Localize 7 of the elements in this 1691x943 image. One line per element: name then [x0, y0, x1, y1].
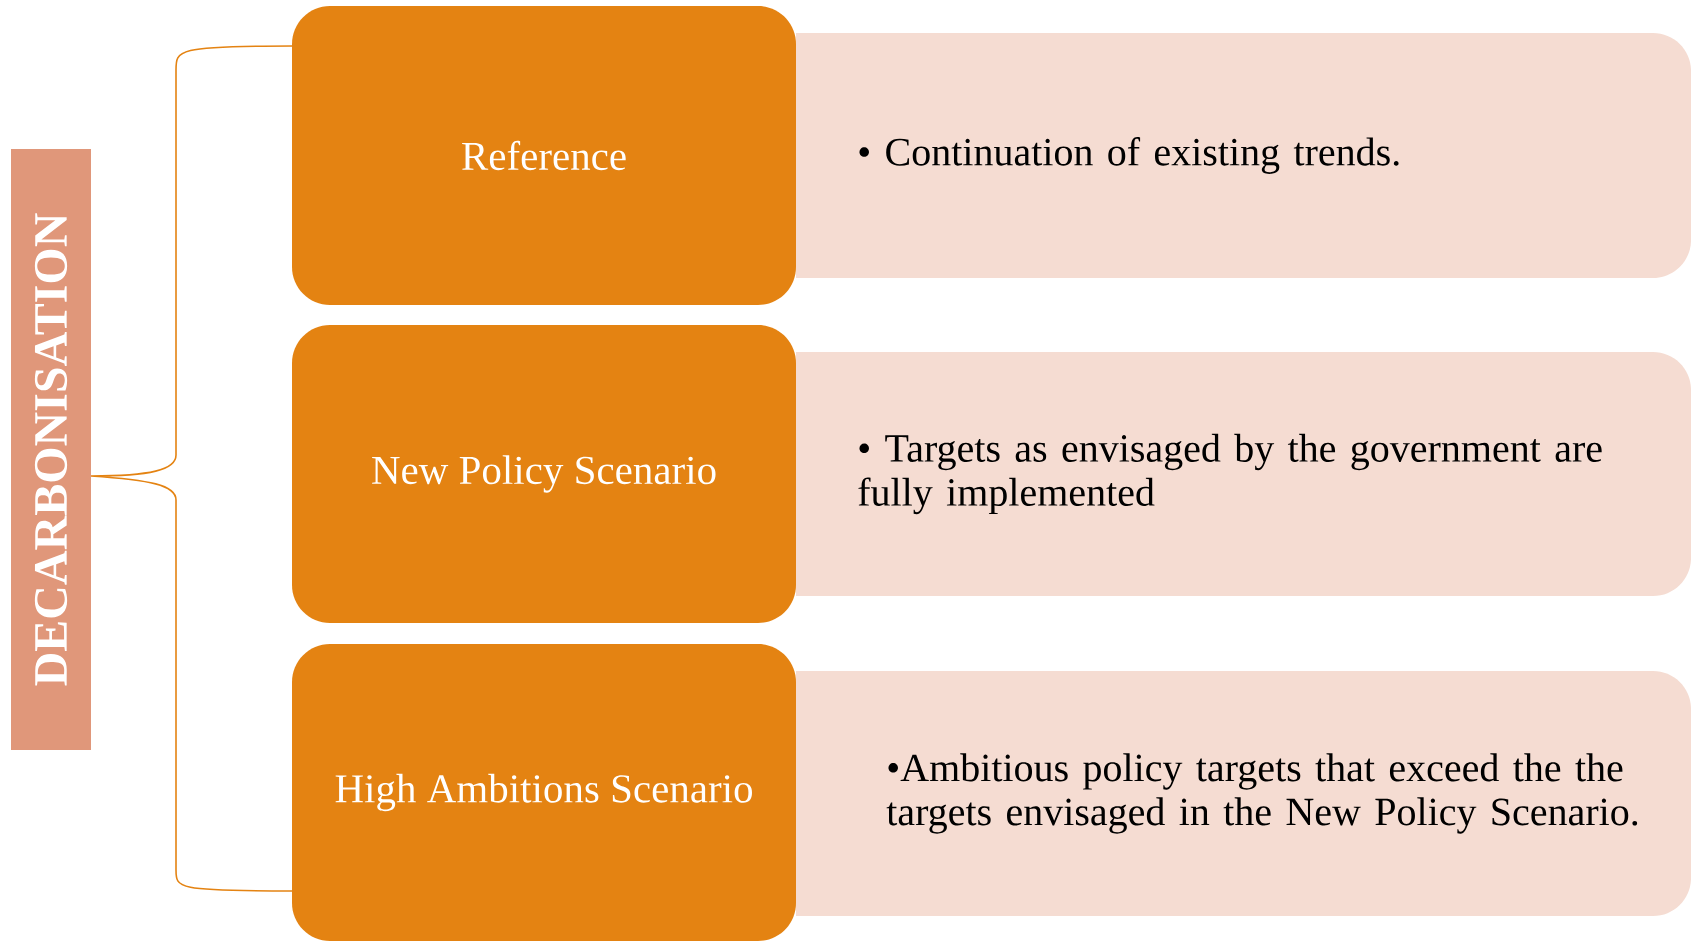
- scenario-box: High Ambitions Scenario: [292, 644, 796, 941]
- scenario-box: Reference: [292, 6, 796, 305]
- description-box: • Continuation of existing trends.: [796, 33, 1691, 278]
- scenario-box: New Policy Scenario: [292, 325, 796, 623]
- description-box: •Ambitious policy targets that exceed the the targets envisaged in the New Policy Scenario.: [796, 671, 1691, 916]
- title-bar: DECARBONISATION: [11, 149, 91, 750]
- description-box: • Targets as envisaged by the government are fully implemented: [796, 352, 1691, 596]
